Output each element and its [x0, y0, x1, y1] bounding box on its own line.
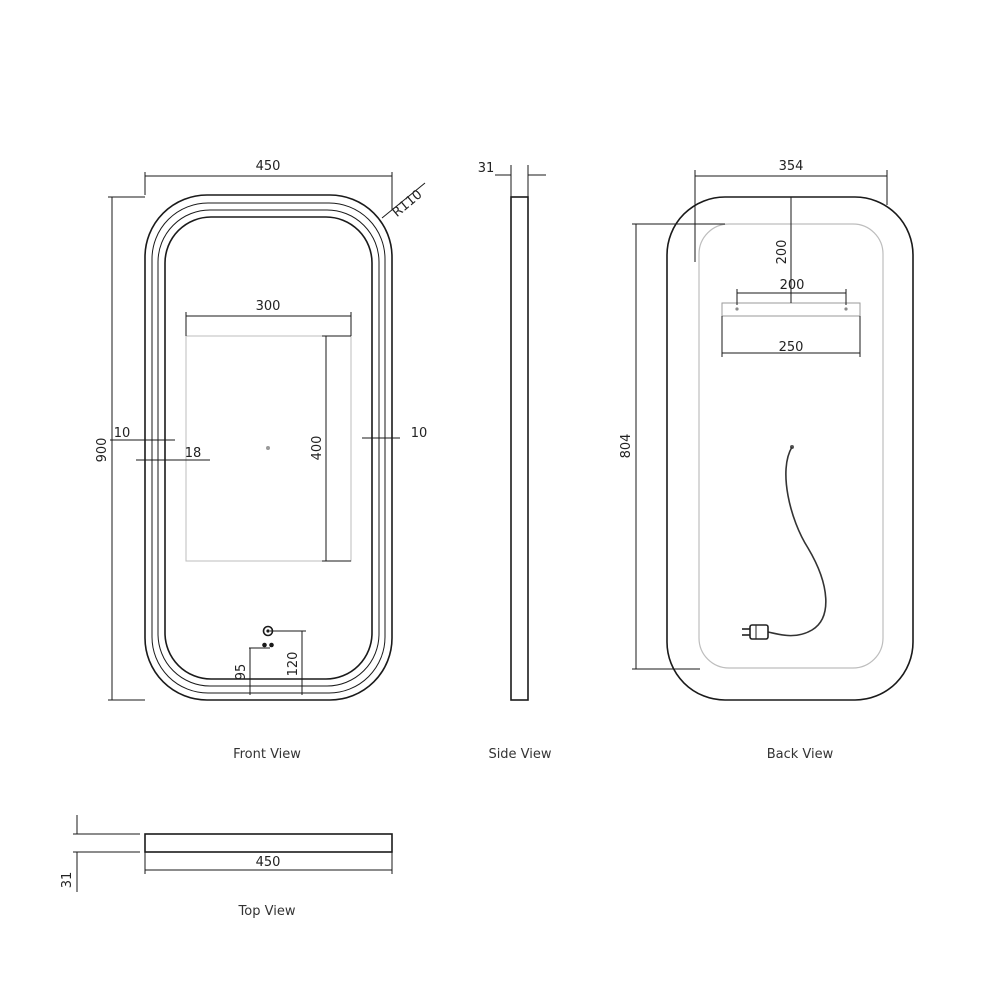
- inner-height-label: 400: [310, 436, 325, 461]
- top-profile: [144, 833, 393, 853]
- switch-left-dot-icon: [262, 642, 267, 648]
- front-view-caption: Front View: [233, 747, 301, 762]
- side-view: 31 Side View: [478, 161, 552, 762]
- back-view: 354 804 200 200 250 Back View: [619, 159, 914, 762]
- back-outer-frame: [666, 196, 914, 701]
- front-inner-panel: [185, 335, 352, 562]
- radius-leader: [381, 182, 426, 219]
- mounting-bracket: [721, 302, 861, 317]
- back-width-label: 354: [779, 159, 804, 174]
- top-width-label: 450: [256, 855, 281, 870]
- back-view-caption: Back View: [767, 747, 834, 762]
- switch-right-dot-icon: [269, 642, 274, 648]
- front-width-label: 450: [256, 159, 281, 174]
- radius-label: R110: [390, 187, 426, 220]
- sensor-dot: [266, 446, 270, 450]
- bracket-top-label: 200: [775, 240, 790, 265]
- back-height-label: 804: [619, 434, 634, 459]
- bracket-width-label: 250: [779, 340, 804, 355]
- side-view-caption: Side View: [488, 747, 551, 762]
- top-view-caption: Top View: [238, 904, 296, 919]
- power-cord: [767, 446, 827, 637]
- bracket-hole-right-icon: [844, 307, 848, 311]
- front-frame-ring-3: [157, 209, 380, 687]
- touch-switch-dot-icon: [266, 629, 270, 633]
- switch-120-label: 120: [286, 652, 301, 677]
- top-view: 31 450 Top View: [60, 815, 393, 919]
- right-margin-label: 10: [411, 426, 428, 441]
- front-height-label: 900: [95, 438, 110, 463]
- left-margin-label: 10: [114, 426, 131, 441]
- top-depth-label: 31: [60, 872, 75, 889]
- front-outer-frame: [144, 194, 393, 701]
- inner-width-label: 300: [256, 299, 281, 314]
- bracket-holes-label: 200: [780, 278, 805, 293]
- plug-icon: [742, 624, 769, 640]
- side-profile: [510, 196, 529, 701]
- side-depth-label: 31: [478, 161, 495, 176]
- front-view: 450 R110 900 300 400 10 18 10: [95, 159, 427, 762]
- bracket-hole-left-icon: [735, 307, 739, 311]
- switch-95-label: 95: [234, 664, 249, 681]
- offset-label: 18: [185, 446, 202, 461]
